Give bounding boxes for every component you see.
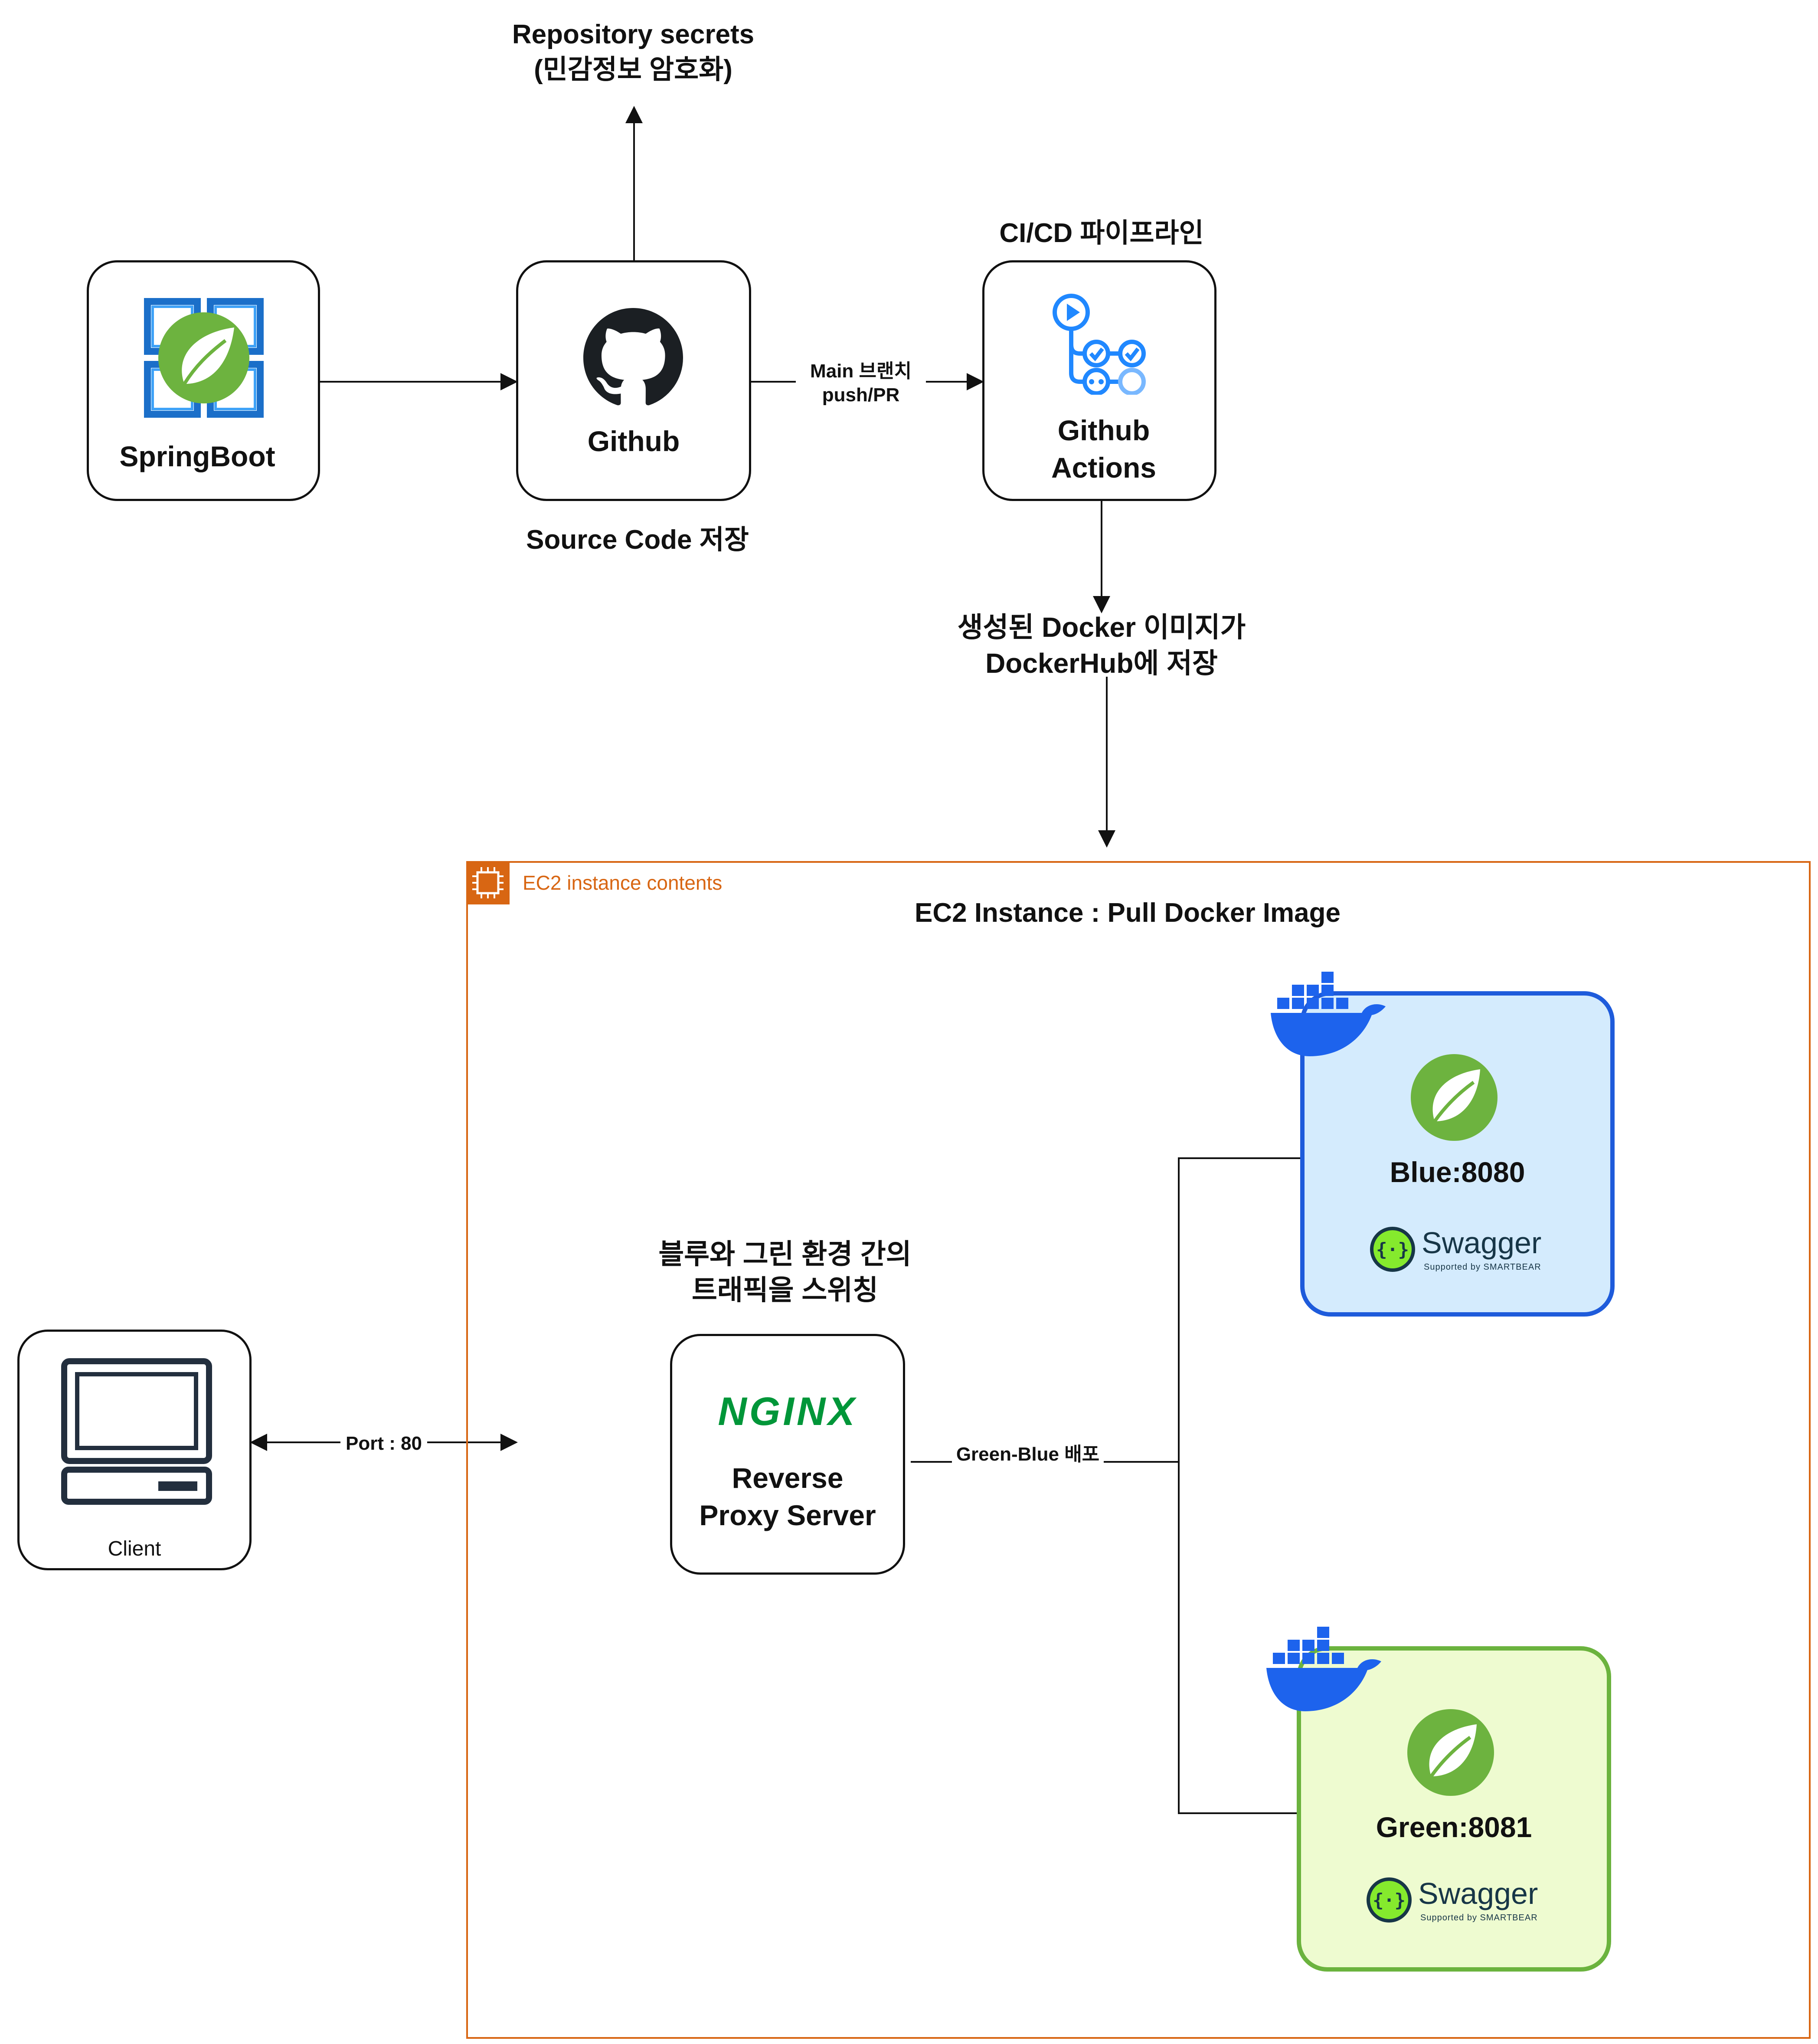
svg-text:{·}: {·} (1376, 1239, 1409, 1260)
springboot-label: SpringBoot (119, 440, 275, 472)
computer-icon (61, 1358, 212, 1505)
github-actions-icon (1053, 294, 1146, 395)
dockerhub-line1: 생성된 Docker 이미지가 (957, 612, 1246, 643)
blue-label: Blue:8080 (1390, 1156, 1525, 1188)
docker-icon-green (1266, 1627, 1381, 1711)
edge-nginx-green (1178, 1462, 1297, 1814)
nginx-note: 블루와 그린 환경 간의 트래픽을 스위칭 (607, 1236, 963, 1308)
github-actions-line1: Github (1057, 414, 1150, 446)
blue-swagger-text: Swagger (1422, 1226, 1542, 1260)
edge-deploy-label: Green-Blue 배포 (952, 1442, 1104, 1466)
github-node[interactable]: Github (516, 260, 751, 501)
nginx-logo: NGINX (718, 1389, 857, 1434)
ec2-title: EC2 Instance : Pull Docker Image (914, 898, 1341, 928)
secrets-line1: Repository secrets (512, 20, 755, 49)
green-swagger-text: Swagger (1418, 1877, 1538, 1910)
nginx-line2: Proxy Server (699, 1499, 876, 1531)
dockerhub-label: 생성된 Docker 이미지가 DockerHub에 저장 (906, 609, 1297, 681)
springboot-node[interactable]: SpringBoot (87, 260, 320, 501)
github-actions-label: Github Actions (984, 412, 1223, 487)
spring-leaf-icon (1407, 1709, 1494, 1796)
springboot-icon (144, 298, 264, 418)
green-container[interactable]: Green:8081 {·} Swagger Supported by SMAR… (1297, 1646, 1611, 1972)
ec2-chip-icon (466, 861, 510, 904)
github-actions-line2: Actions (1051, 451, 1157, 484)
secrets-label: Repository secrets (민감정보 암호화) (460, 17, 807, 87)
ec2-group-label: EC2 instance contents (523, 871, 723, 894)
secrets-line2: (민감정보 암호화) (534, 54, 732, 85)
github-caption: Source Code 저장 (526, 525, 749, 555)
github-label: Github (587, 425, 680, 457)
spring-leaf-icon (1411, 1054, 1498, 1141)
nginx-node[interactable]: NGINX Reverse Proxy Server (670, 1334, 905, 1575)
docker-icon-blue (1271, 972, 1386, 1056)
client-label: Client (108, 1537, 161, 1560)
nginx-note-line2: 트래픽을 스위칭 (692, 1274, 878, 1306)
github-actions-node[interactable]: Github Actions (982, 260, 1216, 501)
green-swagger-sub: Supported by SMARTBEAR (1420, 1913, 1538, 1923)
swagger-icon: {·} (1370, 1227, 1415, 1272)
edge-push-label: Main 브랜치 push/PR (796, 359, 926, 407)
actions-title: CI/CD 파이프라인 (999, 218, 1204, 248)
edge-port-label: Port : 80 (340, 1431, 427, 1455)
green-label: Green:8081 (1376, 1811, 1532, 1843)
blue-container[interactable]: Blue:8080 {·} Swagger Supported by SMART… (1300, 991, 1615, 1317)
dockerhub-line2: DockerHub에 저장 (985, 648, 1218, 679)
github-icon (583, 308, 683, 406)
edge-push-line1: Main 브랜치 (810, 360, 912, 382)
nginx-label: Reverse Proxy Server (672, 1460, 903, 1534)
nginx-line1: Reverse (732, 1462, 844, 1494)
edge-push-line2: push/PR (822, 384, 900, 406)
swagger-icon: {·} (1367, 1877, 1412, 1923)
ec2-instance-group (466, 861, 1811, 2039)
blue-swagger-sub: Supported by SMARTBEAR (1424, 1262, 1541, 1272)
svg-text:{·}: {·} (1373, 1890, 1406, 1911)
client-node[interactable]: Client (17, 1330, 252, 1570)
nginx-note-line1: 블루와 그린 환경 간의 (658, 1238, 912, 1270)
